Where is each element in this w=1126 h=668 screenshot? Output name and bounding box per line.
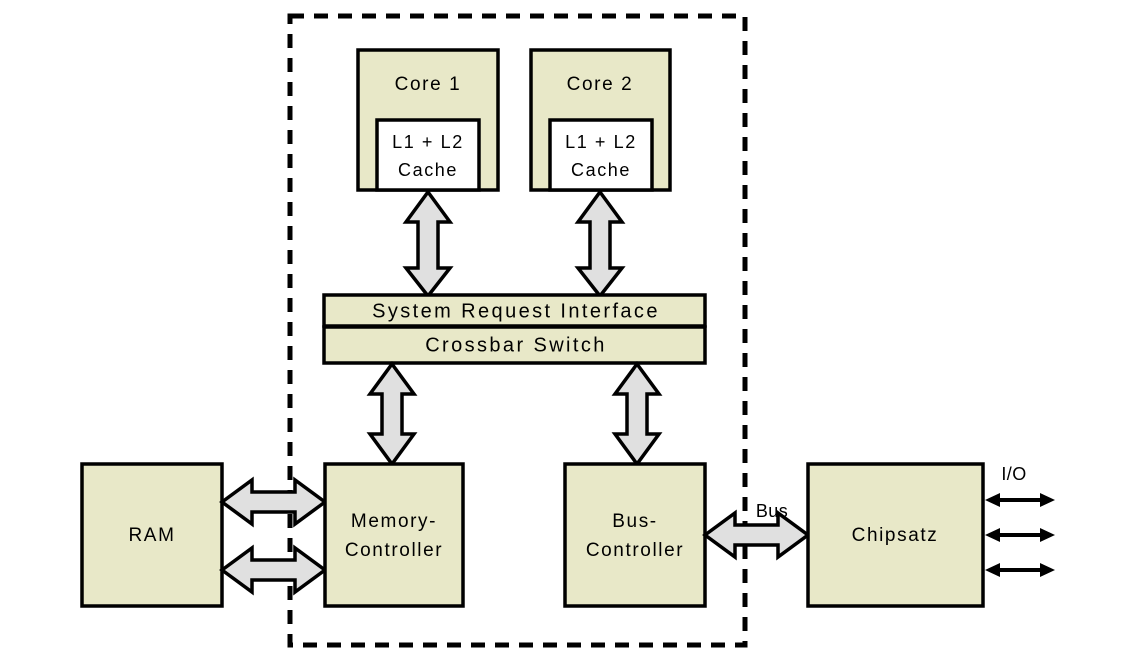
core1-to-sri-arrow [402,189,454,299]
crossbar-to-bus-controller-arrow [611,361,663,467]
chipsatz-box[interactable] [806,462,985,608]
core-2-cache-box[interactable] [548,118,654,192]
io-arrow-2 [985,528,1055,542]
memory-controller-group[interactable]: Memory- Controller [323,462,465,608]
io-arrow-1 [985,493,1055,507]
memory-controller-label-line1: Memory- [351,511,437,532]
bus-controller-group[interactable]: Bus- Controller [563,462,707,608]
memory-controller-label-line2: Controller [345,540,443,561]
ram-to-memory-controller-lower-arrow [219,544,328,596]
system-request-interface-label: System Request Interface [372,300,660,322]
system-request-interface-box[interactable] [322,293,707,328]
chipsatz-group[interactable]: Chipsatz [806,462,985,608]
io-label: I/O [1001,464,1026,484]
cpu-die-boundary [287,13,748,648]
ram-box[interactable] [80,462,224,608]
memory-controller-box[interactable] [323,462,465,608]
core-1-group[interactable]: Core 1 L1 + L2 Cache [356,48,500,192]
core-2-label: Core 2 [567,74,634,95]
core-1-cache-label-line1: L1 + L2 [392,132,464,152]
ram-label: RAM [128,525,175,546]
core-2-cache-label-line1: L1 + L2 [565,132,637,152]
core-1-cache-label-line2: Cache [398,160,458,180]
core-2-cache-label-line2: Cache [571,160,631,180]
core-1-label: Core 1 [395,74,462,95]
core-1-cache-box[interactable] [375,118,481,192]
crossbar-switch-label: Crossbar Switch [425,334,607,356]
crossbar-switch-group[interactable]: Crossbar Switch [322,325,707,365]
core2-to-sri-arrow [574,189,626,299]
bus-label: Bus [756,501,788,521]
ram-to-memory-controller-upper-arrow [219,476,328,528]
crossbar-to-memory-controller-arrow [366,361,418,467]
io-arrow-3 [985,563,1055,577]
chipsatz-label: Chipsatz [852,525,939,546]
system-request-interface-group[interactable]: System Request Interface [322,293,707,328]
core-2-group[interactable]: Core 2 L1 + L2 Cache [529,48,672,192]
crossbar-switch-box[interactable] [322,325,707,365]
bus-controller-box[interactable] [563,462,707,608]
ram-group[interactable]: RAM [80,462,224,608]
bus-controller-label-line1: Bus- [612,511,657,532]
bus-controller-label-line2: Controller [586,540,684,561]
